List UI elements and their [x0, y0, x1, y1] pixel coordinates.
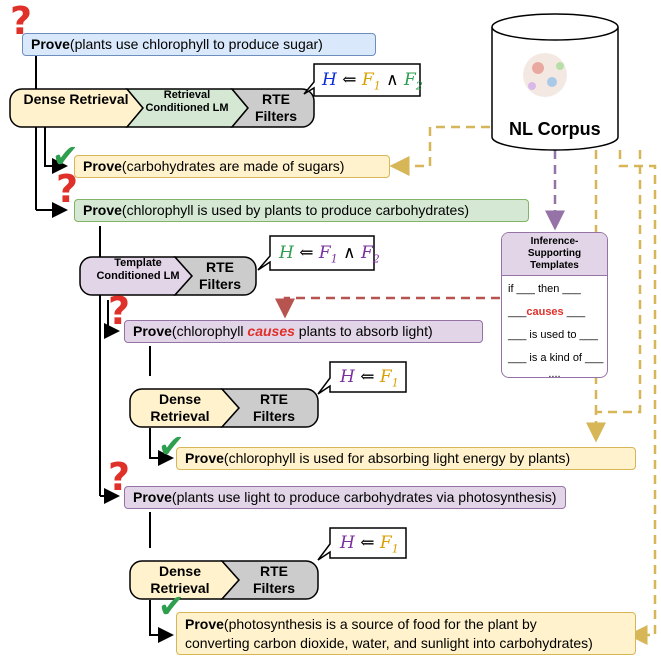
templates-title: Inference-Supporting Templates	[502, 233, 607, 276]
stage1-pills	[9, 88, 315, 128]
dense-retrieval-label: Dense Retrieval	[23, 91, 129, 107]
template-row: ___ is used to ___	[508, 329, 598, 341]
prove-carbs-box: Prove(carbohydrates are made of sugars)	[74, 155, 390, 178]
template-lm-label: Template Conditioned LM	[96, 257, 180, 282]
prove-causes-box: Prove(chlorophyll causes plants to absor…	[124, 320, 483, 343]
rte-filters-label: RTE Filters	[252, 563, 295, 596]
stage1-formula: H ⇐ F1 ∧ F2	[322, 70, 423, 93]
corpus-label: NL Corpus	[509, 119, 601, 139]
root-prove-box: Prove(plants use chlorophyll to produce …	[22, 33, 376, 56]
stage4-pills	[129, 560, 319, 600]
template-use-link	[275, 296, 500, 319]
stage3-pills	[129, 388, 319, 428]
retrieval-lm-label: Retrieval Conditioned LM	[145, 89, 229, 114]
corpus-cylinder	[491, 13, 619, 151]
template-row: if ___ then ___	[508, 283, 581, 295]
stage2-pills	[79, 256, 257, 296]
templates-panel: Inference-Supporting Templates if ___ th…	[501, 232, 608, 380]
question-mark-icon: ?	[10, 0, 33, 43]
template-row: ....	[548, 368, 561, 380]
prove-photo-box: Prove(plants use light to produce carboh…	[124, 486, 566, 509]
rte-filters-label: RTE Filters	[198, 259, 241, 292]
prove-chloro-used-box: Prove(chlorophyll is used by plants to p…	[74, 199, 529, 222]
stage3-formula: H ⇐ F1	[340, 367, 399, 390]
prove-keyword: Prove	[31, 36, 70, 52]
prove-food-box: Prove(photosynthesis is a source of food…	[176, 612, 636, 655]
formula-callouts	[257, 63, 421, 561]
rte-filters-label: RTE Filters	[254, 91, 297, 124]
stage4-formula: H ⇐ F1	[340, 533, 399, 556]
rte-filters-label: RTE Filters	[252, 391, 295, 424]
prove-text: (plants use chlorophyll to produce sugar…	[69, 36, 323, 52]
dense-retrieval-label: Dense Retrieval	[150, 563, 210, 596]
question-mark-icon: ?	[56, 167, 79, 211]
template-row: ___ is a kind of ___	[508, 352, 604, 364]
dense-retrieval-label: Dense Retrieval	[150, 391, 210, 424]
template-row: ___causes ___	[508, 306, 586, 318]
prove-absorb-box: Prove(chlorophyll is used for absorbing …	[176, 447, 636, 470]
stage2-formula: H ⇐ F1 ∧ F2	[279, 243, 380, 266]
